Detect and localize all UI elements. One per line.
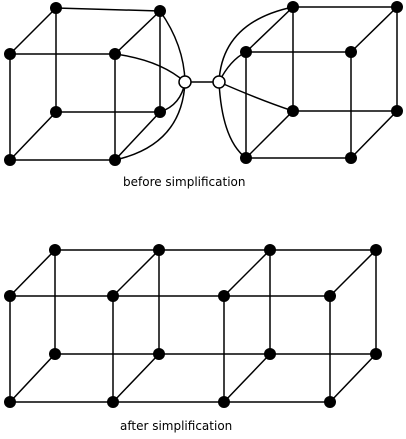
vertex-filled bbox=[324, 396, 336, 408]
vertex-filled bbox=[153, 348, 165, 360]
curved-edge bbox=[114, 53, 186, 83]
caption-before-simplification: before simplification bbox=[123, 175, 246, 189]
curved-edge bbox=[218, 6, 294, 83]
vertex-filled bbox=[370, 244, 382, 256]
edge bbox=[245, 110, 294, 159]
vertex-filled bbox=[109, 48, 121, 60]
vertex-filled bbox=[218, 290, 230, 302]
vertex-filled bbox=[154, 106, 166, 118]
edge bbox=[55, 7, 161, 12]
edge bbox=[329, 249, 377, 297]
vertex-filled bbox=[391, 1, 403, 13]
vertex-filled bbox=[153, 244, 165, 256]
vertex-filled bbox=[370, 348, 382, 360]
edge bbox=[223, 249, 271, 297]
vertex-filled bbox=[154, 5, 166, 17]
vertex-filled bbox=[218, 396, 230, 408]
edge bbox=[112, 249, 160, 297]
vertex-filled bbox=[345, 46, 357, 58]
edge bbox=[350, 6, 398, 53]
edge bbox=[350, 110, 398, 159]
vertex-filled bbox=[287, 105, 299, 117]
vertex-filled bbox=[109, 154, 121, 166]
vertex-filled bbox=[49, 244, 61, 256]
vertex-filled bbox=[50, 106, 62, 118]
vertex-filled bbox=[107, 396, 119, 408]
nodes-layer bbox=[4, 1, 403, 408]
edges-layer bbox=[9, 6, 398, 403]
vertex-filled bbox=[287, 1, 299, 13]
edge bbox=[9, 353, 56, 403]
edge bbox=[9, 7, 57, 55]
edge bbox=[329, 353, 377, 403]
vertex-filled bbox=[264, 348, 276, 360]
vertex-filled bbox=[4, 396, 16, 408]
curved-edge bbox=[218, 81, 247, 159]
edge bbox=[114, 10, 161, 55]
vertex-filled bbox=[345, 152, 357, 164]
edge bbox=[112, 353, 160, 403]
vertex-filled bbox=[50, 2, 62, 14]
vertex-filled bbox=[4, 154, 16, 166]
edge bbox=[223, 353, 271, 403]
vertex-filled bbox=[324, 290, 336, 302]
vertex-filled bbox=[49, 348, 61, 360]
vertex-filled bbox=[107, 290, 119, 302]
vertex-filled bbox=[264, 244, 276, 256]
edge bbox=[114, 111, 161, 161]
vertex-filled bbox=[4, 48, 16, 60]
vertex-open bbox=[212, 75, 226, 89]
vertex-filled bbox=[240, 152, 252, 164]
vertex-filled bbox=[240, 46, 252, 58]
vertex-filled bbox=[391, 105, 403, 117]
edge bbox=[9, 249, 56, 297]
edge bbox=[245, 6, 294, 53]
curved-edge bbox=[114, 81, 186, 161]
curved-edge bbox=[159, 10, 186, 83]
vertex-open bbox=[178, 75, 192, 89]
edge bbox=[9, 111, 57, 161]
caption-after-simplification: after simplification bbox=[120, 419, 233, 433]
vertex-filled bbox=[4, 290, 16, 302]
curved-edge bbox=[218, 81, 294, 112]
